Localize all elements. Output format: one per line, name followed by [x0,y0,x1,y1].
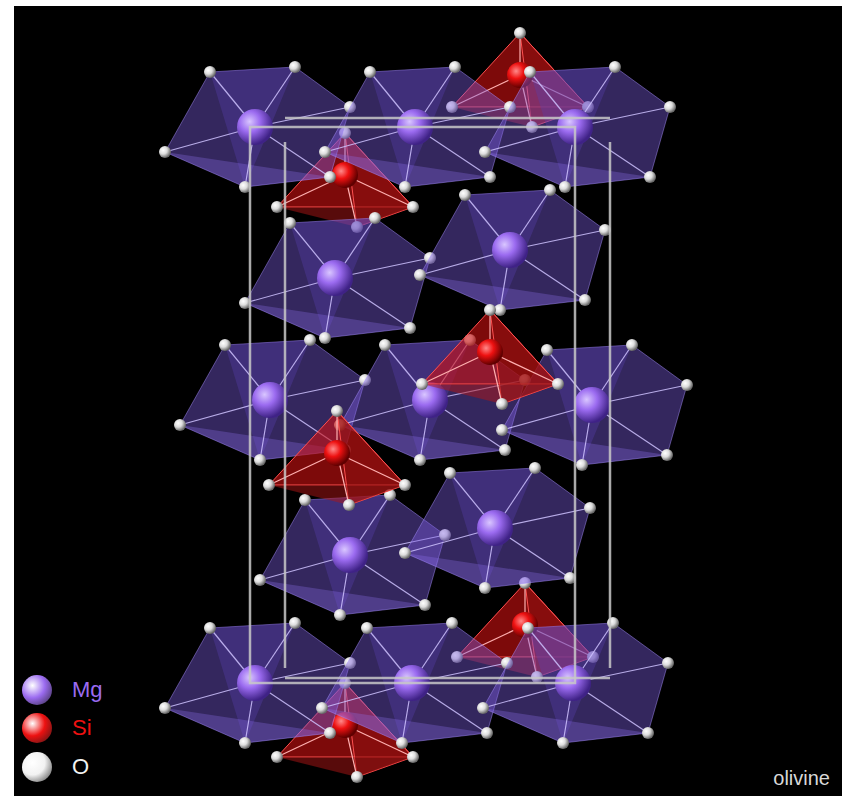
legend-row: Si [22,711,92,745]
legend-row: Mg [22,673,103,707]
legend-swatch [22,675,52,705]
image-frame: MgSiO olivine [14,6,842,796]
mineral-name: olivine [773,767,830,790]
crystal-structure-illustration [14,6,842,796]
legend-swatch [22,713,52,743]
legend-text: Mg [72,677,103,703]
legend-text: Si [72,715,92,741]
legend-swatch [22,752,52,782]
legend-row: O [22,750,89,784]
legend-text: O [72,754,89,780]
